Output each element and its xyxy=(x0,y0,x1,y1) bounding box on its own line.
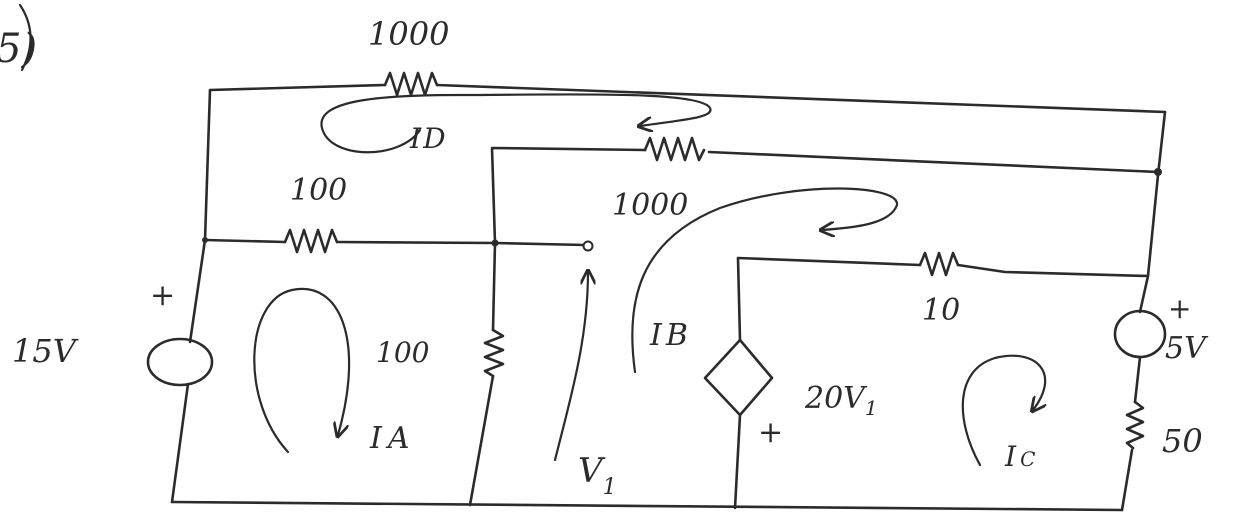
label-current-id: ID xyxy=(409,122,446,155)
loop-arrow-ia xyxy=(253,287,351,454)
current-ib-sub: B xyxy=(665,318,688,353)
loop-arrow-id xyxy=(320,93,712,154)
current-ic-sub: C xyxy=(1020,447,1035,471)
label-voltage-v1: V1 xyxy=(578,451,617,500)
label-resistor-upper-middle: 1000 xyxy=(612,188,688,223)
label-resistor-left-horizontal: 100 xyxy=(290,173,347,208)
label-resistor-left-vertical: 100 xyxy=(376,336,429,369)
loop-arrow-ic xyxy=(961,354,1045,467)
problem-number: 5) xyxy=(0,26,37,72)
dependent-source-diamond xyxy=(703,338,774,417)
voltage-v1-main: V xyxy=(578,451,606,491)
current-ia-main: I xyxy=(369,421,383,456)
dependent-value-main: 20V xyxy=(804,381,868,416)
wire-mid-left xyxy=(203,238,287,244)
voltage-v1-sub: 1 xyxy=(603,475,617,500)
node-right-top xyxy=(1154,168,1162,176)
label-dependent-plus: + xyxy=(758,415,783,450)
terminal-node xyxy=(582,240,594,252)
label-dependent-value: 20V1 xyxy=(804,381,878,420)
current-id-main: I xyxy=(409,122,422,155)
wire-center-up xyxy=(490,146,647,245)
resistor-top-1000 xyxy=(383,71,439,97)
loop-arrow-ib xyxy=(631,187,899,374)
wire-upper-right xyxy=(707,150,1160,174)
label-left-voltage: 15V xyxy=(12,332,79,370)
label-left-plus: + xyxy=(150,278,175,313)
wire-top-left xyxy=(208,83,387,92)
wire-right-bottom xyxy=(1120,448,1134,512)
wire-bottom xyxy=(170,500,1124,512)
wire-dep-bottom xyxy=(733,413,742,510)
dependent-value-sub: 1 xyxy=(865,396,878,420)
voltage-source-left xyxy=(146,337,214,387)
problem-paren xyxy=(18,3,32,72)
current-id-sub: D xyxy=(422,122,445,155)
wire-mid-right xyxy=(335,240,587,247)
current-ic-main: I xyxy=(1004,440,1017,473)
resistor-vertical-50 xyxy=(1125,400,1145,450)
wire-dep-top xyxy=(736,256,742,342)
wire-right-top xyxy=(1156,110,1167,177)
label-resistor-right-horizontal: 10 xyxy=(922,293,960,328)
resistor-vertical-100 xyxy=(483,328,505,378)
current-ib-main: I xyxy=(649,318,663,353)
wire-top-right xyxy=(435,83,1167,114)
node-left xyxy=(202,237,208,243)
resistor-right-10 xyxy=(918,251,960,277)
resistor-left-100 xyxy=(283,228,339,254)
wire-center-down xyxy=(491,241,497,332)
wire-left-lower xyxy=(170,382,190,504)
wire-right-mid xyxy=(1138,173,1160,314)
wire-left-outer xyxy=(188,88,212,344)
label-resistor-right-vertical: 50 xyxy=(1162,422,1203,460)
label-right-plus: + xyxy=(1168,292,1191,325)
wire-dep-right xyxy=(736,256,922,267)
voltage-arrow-v1 xyxy=(553,272,588,462)
wire-right-lower xyxy=(1133,355,1142,404)
wire-center-bottom xyxy=(468,374,495,507)
voltage-source-right xyxy=(1113,309,1167,359)
label-right-voltage: 5V xyxy=(1165,331,1209,366)
current-ia-sub: A xyxy=(385,421,410,456)
resistor-upper-1000 xyxy=(643,136,706,162)
label-resistor-top: 1000 xyxy=(368,15,449,53)
wire-right-h xyxy=(956,263,1150,278)
